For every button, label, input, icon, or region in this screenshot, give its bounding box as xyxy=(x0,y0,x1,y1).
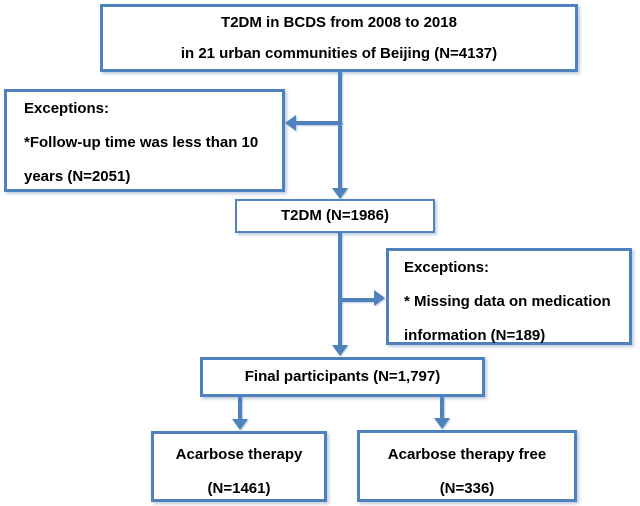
arrow-down-icon xyxy=(434,418,450,429)
box-line: Final participants (N=1,797) xyxy=(244,368,441,385)
box-line: (N=1461) xyxy=(207,480,271,497)
arrow-down-icon xyxy=(232,419,248,430)
arrow-shaft xyxy=(440,397,444,419)
box-acarbose-therapy-free: Acarbose therapy free (N=336) xyxy=(357,430,577,502)
arrow-shaft xyxy=(338,298,374,302)
box-acarbose-therapy: Acarbose therapy (N=1461) xyxy=(151,431,327,502)
box-line: information (N=189) xyxy=(404,327,546,344)
box-line: T2DM in BCDS from 2008 to 2018 xyxy=(221,14,457,31)
box-line: (N=336) xyxy=(439,480,495,497)
box-line: Acarbose therapy xyxy=(175,446,303,463)
box-line: Acarbose therapy free xyxy=(387,446,547,463)
arrow-shaft xyxy=(338,233,342,346)
box-line: *Follow-up time was less than 10 xyxy=(24,134,259,151)
box-line: years (N=2051) xyxy=(24,168,131,185)
arrow-right-icon xyxy=(374,290,385,306)
arrow-shaft xyxy=(338,72,342,189)
arrow-shaft xyxy=(238,397,242,420)
box-final-participants: Final participants (N=1,797) xyxy=(200,357,485,397)
box-study-source: T2DM in BCDS from 2008 to 2018 in 21 urb… xyxy=(100,4,578,72)
box-t2dm: T2DM (N=1986) xyxy=(235,199,435,233)
box-line: T2DM (N=1986) xyxy=(281,207,389,224)
arrow-down-icon xyxy=(332,188,348,199)
box-line: Exceptions: xyxy=(24,100,110,117)
box-exceptions-followup: Exceptions: *Follow-up time was less tha… xyxy=(4,89,285,192)
box-exceptions-missing-data: Exceptions: * Missing data on medication… xyxy=(386,248,632,345)
box-line: * Missing data on medication xyxy=(404,293,611,310)
arrow-left-icon xyxy=(285,115,296,131)
box-line: in 21 urban communities of Beijing (N=41… xyxy=(180,45,498,62)
box-line: Exceptions: xyxy=(404,259,490,276)
arrow-shaft xyxy=(296,121,342,125)
arrow-down-icon xyxy=(332,345,348,356)
